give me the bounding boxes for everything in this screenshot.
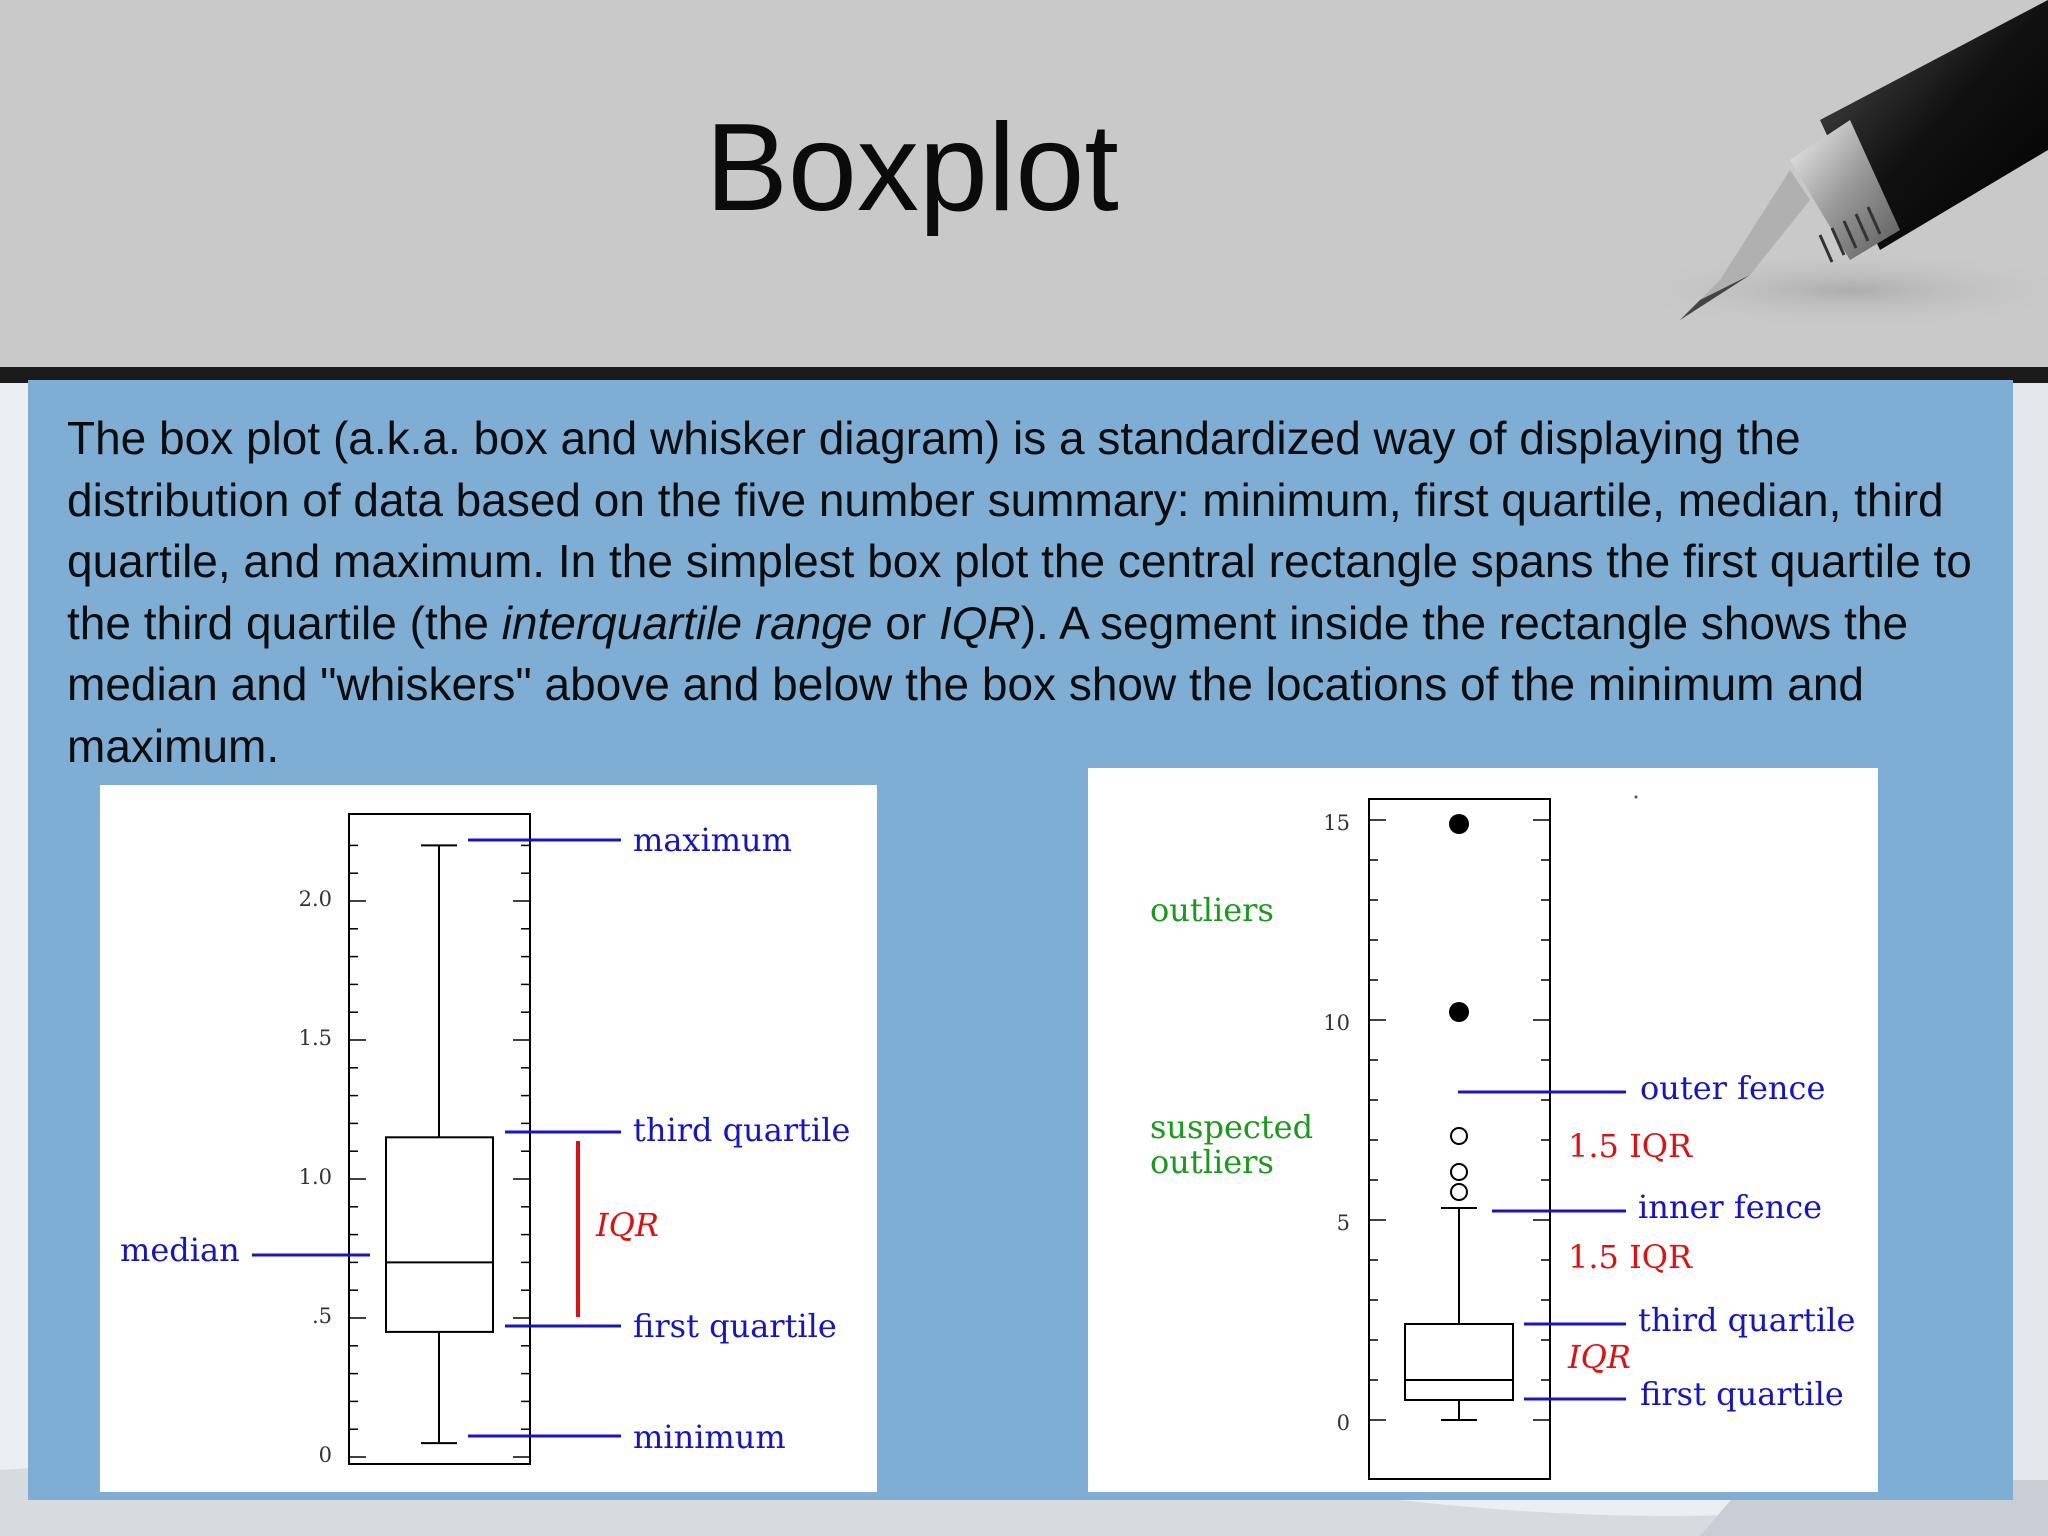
y-tick-label: 0	[1337, 1411, 1350, 1435]
box	[1404, 1323, 1514, 1401]
suspected-outlier-point	[1450, 1183, 1468, 1201]
outlier-point	[1449, 1002, 1469, 1022]
suspected-outliers-label-2: outliers	[1150, 1143, 1274, 1181]
outer-fence-label: outer fence	[1640, 1069, 1825, 1107]
y-tick-label: 15	[1323, 811, 1350, 835]
iqr-lower-label: 1.5 IQR	[1568, 1238, 1693, 1276]
iqr-label: IQR	[595, 1206, 659, 1244]
suspected-outlier-point	[1450, 1127, 1468, 1145]
term-iqr: IQR	[938, 596, 1021, 649]
minor-ticks	[349, 844, 530, 1458]
plot-frame	[1368, 798, 1551, 1480]
first-quartile-label: first quartile	[1640, 1375, 1844, 1413]
header-band: Boxplot	[0, 0, 2048, 367]
description-connector: or	[872, 596, 939, 649]
third-quartile-label: third quartile	[633, 1111, 850, 1149]
fences-boxplot-figure: 15 10 5 0 outer fence inner fence third …	[1088, 768, 1878, 1492]
third-quartile-label: third quartile	[1638, 1301, 1855, 1339]
simple-boxplot: 2.0 1.5 1.0 .5 0 maximum third quartile …	[120, 813, 850, 1467]
suspected-outliers-label: suspected	[1150, 1108, 1313, 1146]
term-interquartile-range: interquartile range	[501, 596, 873, 649]
iqr-upper-label: 1.5 IQR	[1568, 1127, 1693, 1165]
y-tick-label: 0	[319, 1443, 332, 1467]
y-tick-label: 2.0	[299, 887, 332, 911]
fences-boxplot: 15 10 5 0 outer fence inner fence third …	[1150, 795, 1855, 1480]
y-tick-label: .5	[312, 1304, 332, 1328]
fountain-pen-icon	[1610, 0, 2048, 330]
plot-frame	[348, 813, 531, 1465]
y-tick-label: 5	[1337, 1211, 1350, 1235]
simple-boxplot-figure: 2.0 1.5 1.0 .5 0 maximum third quartile …	[100, 785, 877, 1492]
minimum-label: minimum	[633, 1418, 786, 1456]
first-quartile-label: first quartile	[633, 1307, 837, 1345]
y-tick-label: 10	[1323, 1011, 1350, 1035]
y-tick-label: 1.0	[299, 1165, 332, 1189]
outliers-label: outliers	[1150, 891, 1274, 929]
y-tick-label: 1.5	[299, 1026, 332, 1050]
slide-title: Boxplot	[705, 99, 1119, 237]
maximum-label: maximum	[633, 821, 792, 859]
inner-fence-label: inner fence	[1638, 1188, 1822, 1226]
outlier-points	[1449, 814, 1469, 1201]
iqr-label: IQR	[1567, 1338, 1631, 1376]
minor-ticks	[1369, 819, 1550, 1421]
description-text: The box plot (a.k.a. box and whisker dia…	[67, 412, 1972, 649]
description-paragraph: The box plot (a.k.a. box and whisker dia…	[67, 408, 2007, 777]
box	[385, 1136, 494, 1333]
median-label: median	[120, 1231, 240, 1269]
description-text-end: ). A segment inside the rectangle shows …	[67, 596, 1909, 772]
header-divider	[0, 367, 2048, 383]
outlier-point	[1449, 814, 1469, 834]
stray-dot	[1634, 795, 1638, 799]
suspected-outlier-point	[1450, 1163, 1468, 1181]
